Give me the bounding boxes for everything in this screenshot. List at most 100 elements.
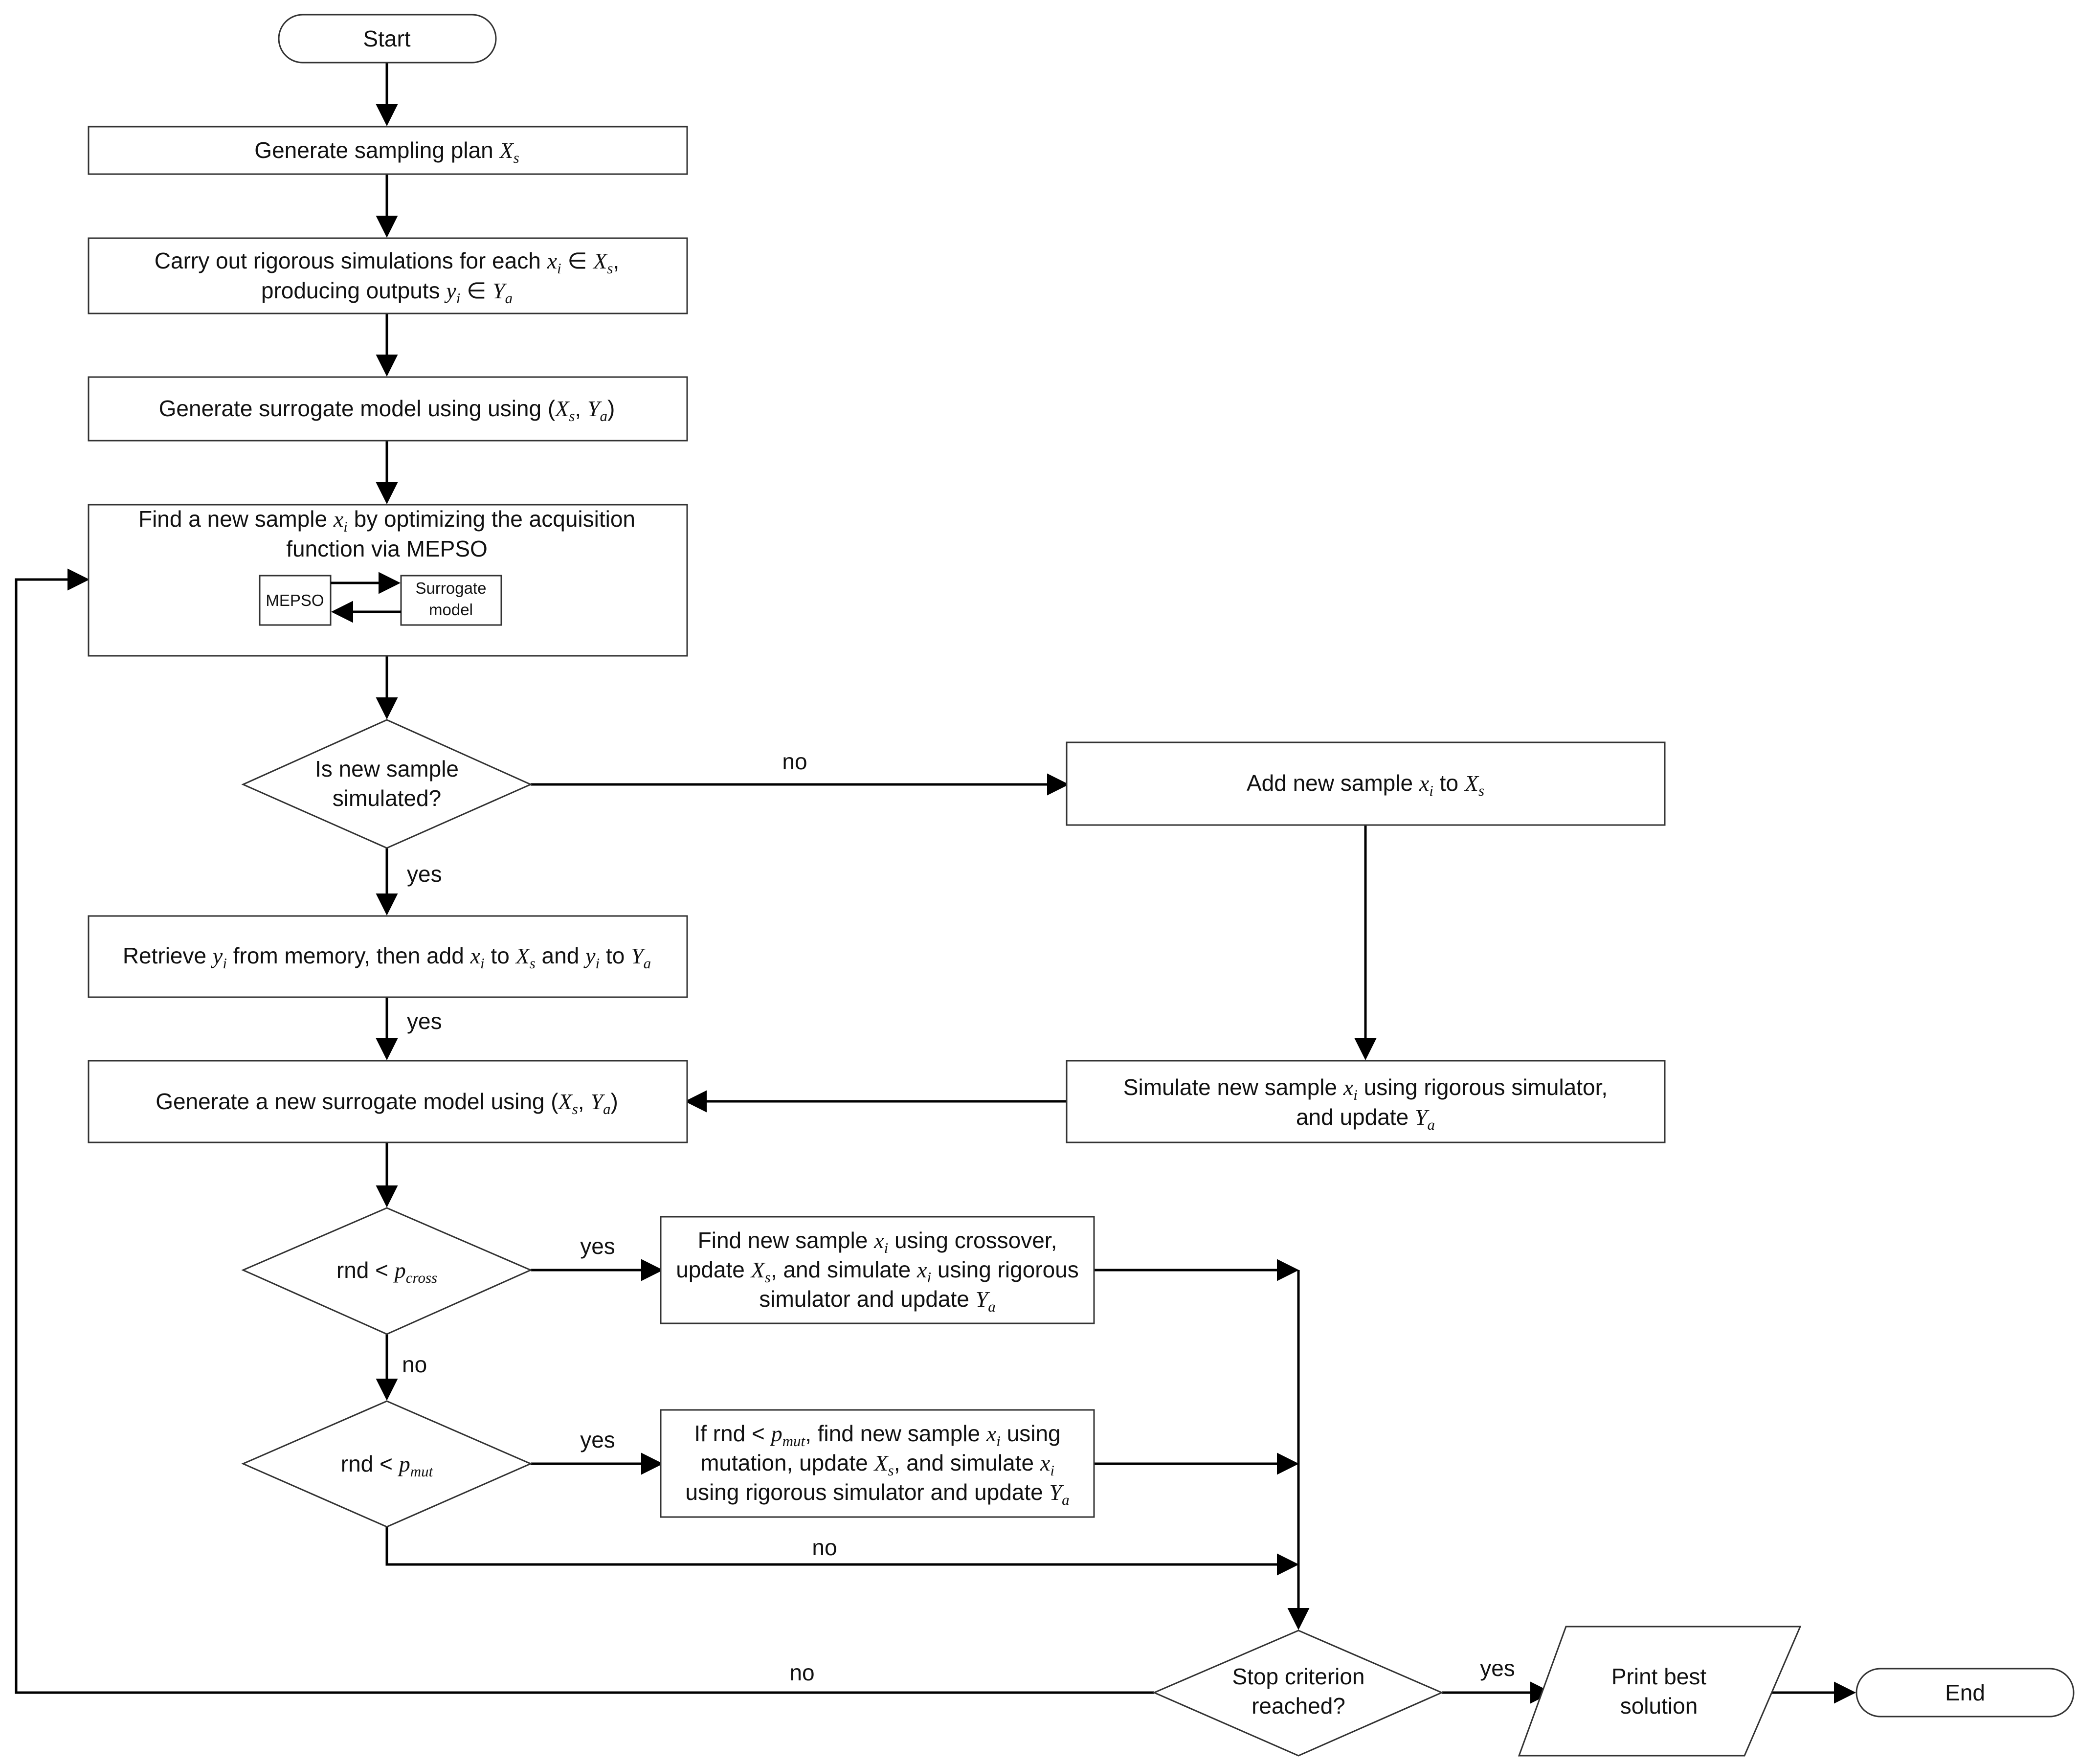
ret-b: y (211, 943, 223, 968)
sim2-a: and update (1296, 1104, 1415, 1130)
gns-c: s (572, 1100, 578, 1117)
ret-g: to (485, 943, 516, 968)
gns-d: , (578, 1089, 591, 1114)
generate-sampling-plan-label: Generate sampling plan Xs (254, 137, 519, 166)
rig1-b: x (547, 248, 558, 273)
retrieve-label: Retrieve yi from memory, then add xi to … (123, 943, 651, 972)
rigorous-simulations-node: Carry out rigorous simulations for each … (88, 237, 688, 314)
mu1-g: using (1001, 1421, 1061, 1446)
mu1-b: p (770, 1421, 782, 1446)
rig1-a: Carry out rigorous simulations for each (155, 248, 547, 273)
find1-d: by optimizing the acquisition (348, 506, 635, 532)
mu3-a: using rigorous simulator and update (685, 1479, 1049, 1505)
retrieve-box (88, 915, 688, 998)
rig2-b: y (444, 278, 456, 303)
ret-n: Y (631, 943, 646, 968)
rc-a: rnd < (336, 1257, 395, 1283)
co3-b: Y (976, 1287, 990, 1312)
inner-surrogate-label-1: Surrogate (416, 579, 487, 597)
generate-sampling-plan-node: Generate sampling plan Xs (88, 126, 688, 175)
label-is-simulated-yes: yes (407, 861, 442, 887)
sur-c: s (569, 407, 575, 424)
add-sample-label: Add new sample xi to Xs (1247, 770, 1484, 799)
mu1-c: mut (782, 1432, 806, 1450)
rig1-g: , (613, 248, 619, 273)
add-sample-node: Add new sample xi to Xs (1066, 741, 1666, 826)
find1-b: x (333, 507, 344, 532)
add-d: to (1433, 770, 1465, 796)
rigorous-line-1: Carry out rigorous simulations for each … (155, 248, 619, 277)
stop-criterion-decision: Stop criterion reached? (1152, 1630, 1444, 1757)
sur-g: ) (607, 396, 615, 421)
co2-c: s (765, 1269, 771, 1286)
add-c: i (1429, 782, 1433, 799)
is-simulated-line-1: Is new sample (315, 756, 459, 782)
rig2-c: i (456, 290, 461, 307)
sur-f: a (600, 407, 608, 424)
gns-b: X (558, 1089, 573, 1114)
crossover-line-3: simulator and update Ya (759, 1286, 995, 1315)
print-node: Print best solution (1518, 1626, 1802, 1757)
find-sample-line-1: Find a new sample xi by optimizing the a… (138, 506, 635, 535)
rnd-cross-diamond (241, 1207, 533, 1335)
sim1-a: Simulate new sample (1123, 1074, 1343, 1100)
simulate-new-line-2: and update Ya (1296, 1104, 1435, 1133)
rm-b: p (398, 1451, 410, 1476)
start-label: Start (363, 26, 410, 51)
edge-labels: no yes yes yes no yes no yes no (402, 749, 1515, 1685)
rig2-d: ∈ (460, 278, 492, 303)
ret-f: i (480, 955, 485, 972)
gns-f: a (603, 1100, 611, 1117)
ret-m: to (600, 943, 631, 968)
retrieve-node: Retrieve yi from memory, then add xi to … (88, 915, 688, 998)
ret-e: x (470, 943, 481, 968)
generate-surrogate-node: Generate surrogate model using using (Xs… (88, 376, 688, 442)
inner-mepso-label: MEPSO (266, 591, 324, 609)
co3-c: a (988, 1298, 996, 1315)
print-parallelogram (1518, 1626, 1802, 1757)
sur-d: , (575, 396, 587, 421)
mu2-c: s (888, 1462, 894, 1479)
find1-a: Find a new sample (138, 506, 334, 532)
stop-criterion-line-2: reached? (1252, 1693, 1345, 1719)
mu2-d: , and simulate (894, 1450, 1040, 1475)
co2-g: using rigorous (931, 1257, 1079, 1282)
print-line-1: Print best (1611, 1664, 1707, 1689)
start-node: Start (278, 14, 497, 64)
find1-c: i (343, 518, 348, 535)
edge-stop-no-loop (15, 568, 1154, 1694)
add-f: s (1478, 782, 1484, 799)
add-a: Add new sample (1247, 770, 1419, 796)
rnd-cross-decision: rnd < pcross (241, 1207, 533, 1335)
ret-o: a (644, 955, 651, 972)
is-simulated-decision: Is new sample simulated? (241, 719, 533, 849)
inner-surrogate-label-2: model (429, 601, 473, 619)
co2-b: X (750, 1257, 766, 1282)
rig1-d: ∈ (561, 248, 594, 273)
gns-e: Y (590, 1089, 605, 1114)
label-retrieve-yes: yes (407, 1008, 442, 1034)
mu3-c: a (1062, 1491, 1070, 1508)
sim1-d: using rigorous simulator, (1358, 1074, 1608, 1100)
rnd-cross-label: rnd < pcross (336, 1257, 437, 1286)
rc-c: cross (406, 1269, 437, 1286)
mu1-d: , find new sample (805, 1421, 986, 1446)
rig2-e: Y (492, 278, 507, 303)
sur-e: Y (587, 396, 602, 421)
sur-b: X (554, 396, 570, 421)
label-cross-no: no (402, 1352, 427, 1377)
ret-i: s (530, 955, 536, 972)
ret-a: Retrieve (123, 943, 213, 968)
mutation-line-1: If rnd < pmut, find new sample xi using (694, 1421, 1060, 1450)
rigorous-line-2: producing outputs yi ∈ Ya (261, 278, 513, 307)
mutation-line-2: mutation, update Xs, and simulate xi (700, 1450, 1054, 1479)
generate-new-surrogate-node: Generate a new surrogate model using (Xs… (88, 1060, 688, 1143)
ret-c: i (223, 955, 227, 972)
generate-new-surrogate-label: Generate a new surrogate model using (Xs… (156, 1089, 618, 1117)
crossover-line-1: Find new sample xi using crossover, (698, 1228, 1057, 1256)
is-simulated-diamond (241, 719, 533, 849)
ret-j: and (536, 943, 585, 968)
generate-sampling-plan-box (88, 126, 688, 175)
rig1-c: i (557, 260, 561, 277)
